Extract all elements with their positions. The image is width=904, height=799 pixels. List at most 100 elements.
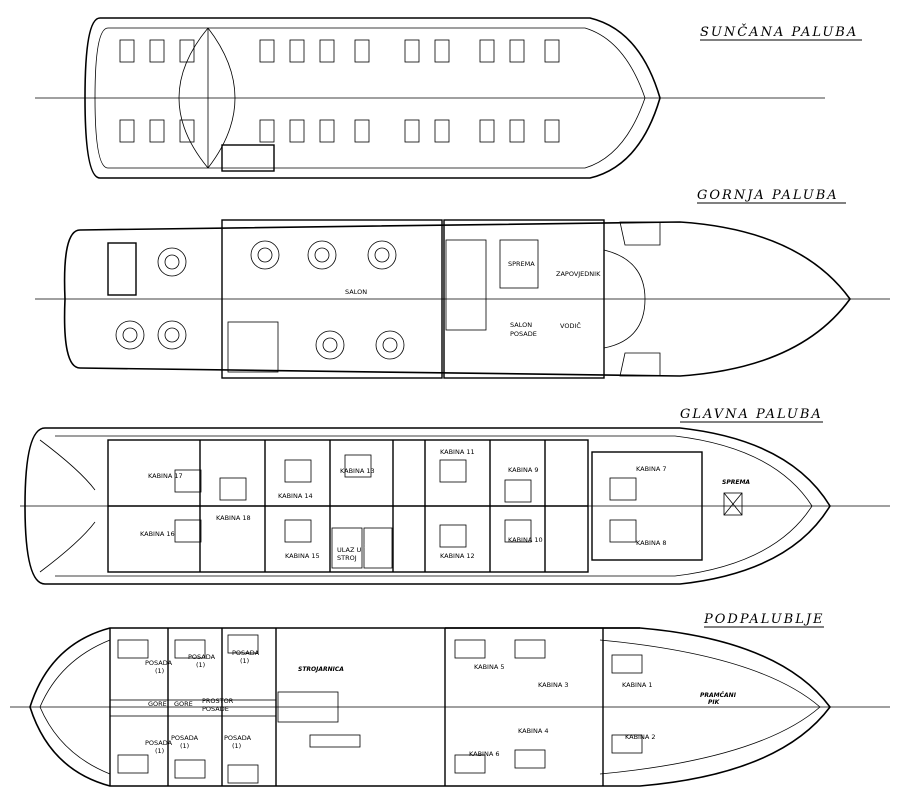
dining-table bbox=[307, 240, 337, 270]
bed bbox=[504, 519, 532, 543]
room-kabina-5: KABINA 5 bbox=[474, 663, 504, 671]
room-kabina-17: KABINA 17 bbox=[148, 472, 183, 480]
room-kabina-14: KABINA 14 bbox=[278, 492, 313, 500]
room-kabina-18: KABINA 18 bbox=[216, 514, 251, 522]
bed bbox=[611, 654, 643, 674]
table-center bbox=[122, 327, 138, 343]
dining-table bbox=[375, 330, 405, 360]
room-pramcani-pik: PRAMČANI bbox=[700, 692, 737, 699]
room-kabina-12: KABINA 12 bbox=[440, 552, 475, 560]
room-kabina-15: KABINA 15 bbox=[285, 552, 320, 560]
table-center bbox=[314, 247, 330, 263]
room-pramcani-pik-2: PIK bbox=[708, 699, 721, 706]
room-posada-5: POSADA bbox=[171, 734, 199, 742]
sunbed bbox=[479, 39, 495, 63]
room-posada-6: POSADA bbox=[224, 734, 252, 742]
title-podpalublje: PODPALUBLJE bbox=[703, 612, 825, 627]
room-ulaz-u-stroj: ULAZ U bbox=[337, 546, 361, 554]
room-kabina-4: KABINA 4 bbox=[518, 727, 548, 735]
bed bbox=[504, 479, 532, 503]
sunbed bbox=[544, 39, 560, 63]
room-posada-3: POSADA bbox=[232, 649, 260, 657]
bed bbox=[284, 519, 312, 543]
deck-gornja: SALON SPREMA ZAPOVJEDNIK SALON POSADE VO… bbox=[35, 219, 890, 379]
room-sprema-bow: SPREMA bbox=[722, 479, 750, 486]
sunbed bbox=[179, 39, 195, 63]
bed bbox=[454, 639, 486, 659]
deck-glavna: KABINA 17 KABINA 16 KABINA 18 KABINA 14 … bbox=[20, 427, 890, 585]
sunbed bbox=[289, 119, 305, 143]
sunbed bbox=[479, 119, 495, 143]
room-kabina-1: KABINA 1 bbox=[622, 681, 652, 689]
room-posada-2: POSADA bbox=[188, 653, 216, 661]
sunbed bbox=[354, 39, 370, 63]
room-kabina-2: KABINA 2 bbox=[625, 733, 655, 741]
room-posada-1: POSADA bbox=[145, 659, 173, 667]
bed bbox=[284, 459, 312, 483]
room-kabina-8: KABINA 8 bbox=[636, 539, 666, 547]
bed bbox=[611, 734, 643, 754]
room-posada-2-count: (1) bbox=[196, 661, 205, 669]
sunbed bbox=[259, 39, 275, 63]
bed bbox=[609, 519, 637, 543]
bed bbox=[227, 634, 259, 654]
room-posada-3-count: (1) bbox=[240, 657, 249, 665]
title-suncana-paluba: SUNČANA PALUBA bbox=[700, 23, 858, 40]
sunbed bbox=[544, 119, 560, 143]
sunbed bbox=[319, 119, 335, 143]
room-posada-6-count: (1) bbox=[232, 742, 241, 750]
bed bbox=[439, 524, 467, 548]
bed bbox=[174, 469, 202, 493]
room-posada-1-count: (1) bbox=[155, 667, 164, 675]
room-kabina-9: KABINA 9 bbox=[508, 466, 538, 474]
title-gornja-paluba: GORNJA PALUBA bbox=[697, 188, 839, 203]
bed bbox=[227, 764, 259, 784]
room-vodic: VODIČ bbox=[560, 321, 581, 330]
room-sprema-mid: SPREMA bbox=[364, 542, 391, 550]
room-kabina-13: KABINA 13 bbox=[340, 467, 375, 475]
bed bbox=[174, 519, 202, 543]
sunbed bbox=[509, 39, 525, 63]
room-kabina-10: KABINA 10 bbox=[508, 536, 543, 544]
sunbed bbox=[319, 39, 335, 63]
stairs-gore-1: GORE bbox=[148, 700, 167, 708]
dining-table bbox=[250, 240, 280, 270]
sunbed bbox=[179, 119, 195, 143]
room-salon-posade: SALON bbox=[510, 321, 532, 329]
bed bbox=[174, 639, 206, 659]
room-ulaz-u-stroj-2: STROJ bbox=[337, 554, 357, 562]
stairs-gore-2: GORE bbox=[174, 700, 193, 708]
bed bbox=[174, 759, 206, 779]
dining-table bbox=[315, 330, 345, 360]
room-kabina-7: KABINA 7 bbox=[636, 465, 666, 473]
room-posada-4-count: (1) bbox=[155, 747, 164, 755]
sunbed bbox=[434, 39, 450, 63]
room-kabina-16: KABINA 16 bbox=[140, 530, 175, 538]
dining-table bbox=[115, 320, 145, 350]
sunbed bbox=[434, 119, 450, 143]
room-prostor-posade: PROSTOR bbox=[202, 697, 234, 705]
bed bbox=[454, 754, 486, 774]
bed bbox=[514, 749, 546, 769]
bed bbox=[514, 639, 546, 659]
bed bbox=[609, 477, 637, 501]
room-strojarnica: STROJARNICA bbox=[298, 666, 344, 673]
room-kabina-3: KABINA 3 bbox=[538, 681, 568, 689]
bed bbox=[219, 477, 247, 501]
table-center bbox=[322, 337, 338, 353]
bed bbox=[439, 459, 467, 483]
sunbed bbox=[119, 119, 135, 143]
table-center bbox=[164, 327, 180, 343]
title-glavna-paluba: GLAVNA PALUBA bbox=[680, 407, 823, 422]
room-salon-posade-2: POSADE bbox=[510, 330, 537, 338]
room-kabina-11: KABINA 11 bbox=[440, 448, 475, 456]
deck-suncana bbox=[35, 17, 825, 179]
room-prostor-posade-2: POSADE bbox=[202, 705, 229, 713]
dining-table bbox=[157, 247, 187, 277]
sunbed bbox=[259, 119, 275, 143]
sunbed bbox=[354, 119, 370, 143]
dining-table bbox=[157, 320, 187, 350]
deck-titles: SUNČANA PALUBA GORNJA PALUBA GLAVNA PALU… bbox=[680, 23, 862, 628]
sunbed bbox=[289, 39, 305, 63]
